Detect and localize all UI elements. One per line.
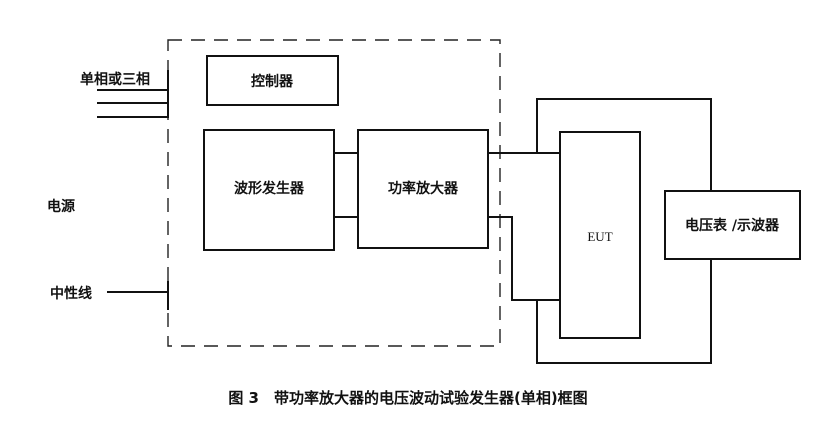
meter-wire-bottom	[536, 259, 712, 364]
eut-label: EUT	[587, 229, 612, 244]
voltmeter-oscilloscope-block	[664, 190, 801, 260]
controller-block	[206, 55, 339, 106]
waveform-generator-label: 波形发生器	[234, 180, 305, 197]
controller-label: 控制器	[251, 73, 294, 90]
figure-caption: 图 3 带功率放大器的电压波动试验发生器(单相)框图	[228, 389, 587, 407]
eut-block	[559, 131, 641, 339]
neutral-label: 中性线	[50, 285, 92, 302]
power-amplifier-label: 功率放大器	[388, 180, 459, 197]
neutral-line	[107, 281, 169, 310]
connector	[488, 216, 560, 301]
meter-wire-top	[536, 98, 712, 191]
power-source-label: 电源	[47, 198, 75, 215]
power-amplifier-block	[357, 129, 489, 249]
waveform-generator-block	[203, 129, 335, 251]
generator-enclosure	[167, 39, 501, 347]
voltmeter-oscilloscope-label: 电压表 /示波器	[685, 217, 780, 234]
supply-lines	[97, 70, 169, 118]
phase-label: 单相或三相	[80, 71, 150, 88]
